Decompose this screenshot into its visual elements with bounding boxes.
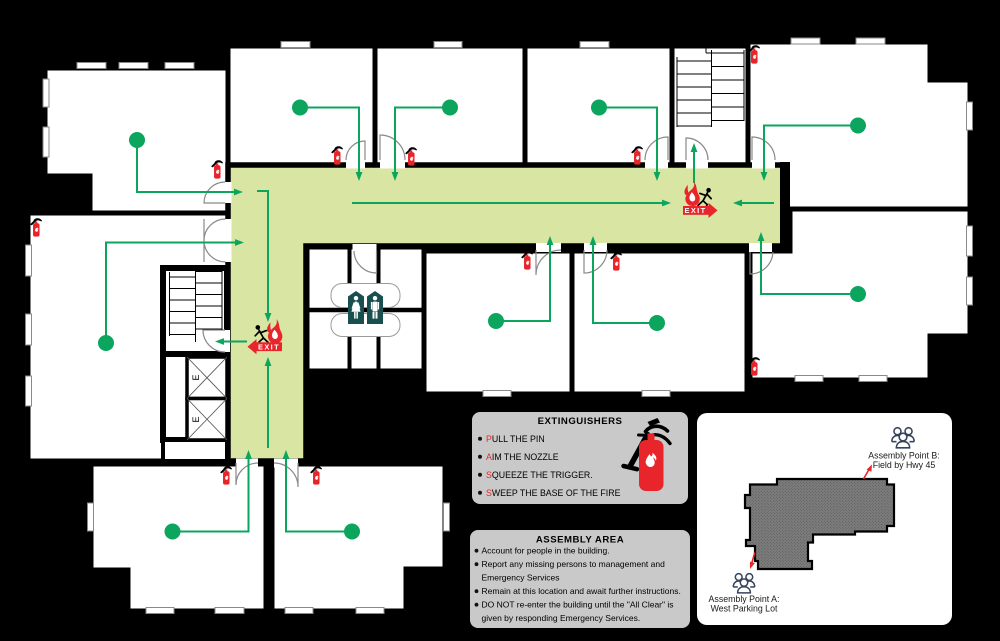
- svg-text:Assembly Point A:: Assembly Point A:: [709, 594, 780, 604]
- svg-text:SWEEP THE BASE OF THE FIRE: SWEEP THE BASE OF THE FIRE: [486, 488, 621, 498]
- svg-text:West Parking Lot: West Parking Lot: [711, 604, 778, 614]
- svg-text:DO NOT re-enter the building u: DO NOT re-enter the building until the "…: [482, 600, 674, 610]
- svg-text:PULL THE PIN: PULL THE PIN: [486, 434, 545, 444]
- svg-text:Remain at this location and aw: Remain at this location and await furthe…: [482, 586, 681, 596]
- svg-text:Assembly Point B:: Assembly Point B:: [868, 451, 939, 461]
- svg-text:EXIT: EXIT: [684, 206, 706, 215]
- svg-text:E: E: [191, 374, 201, 380]
- svg-text:ASSEMBLY AREA: ASSEMBLY AREA: [536, 535, 624, 546]
- svg-text:SQUEEZE THE TRIGGER.: SQUEEZE THE TRIGGER.: [486, 470, 593, 480]
- svg-text:EXIT: EXIT: [258, 343, 280, 352]
- svg-text:E: E: [191, 416, 201, 422]
- svg-text:AIM THE NOZZLE: AIM THE NOZZLE: [486, 452, 559, 462]
- svg-text:EXTINGUISHERS: EXTINGUISHERS: [538, 416, 623, 427]
- svg-text:Report any missing persons to: Report any missing persons to management…: [482, 559, 666, 569]
- svg-text:given by responding Emergency: given by responding Emergency Services.: [482, 613, 641, 623]
- svg-text:Account for people in the buil: Account for people in the building.: [482, 546, 610, 556]
- svg-text:Emergency Services: Emergency Services: [482, 573, 560, 583]
- svg-text:Field by Hwy 45: Field by Hwy 45: [873, 460, 936, 470]
